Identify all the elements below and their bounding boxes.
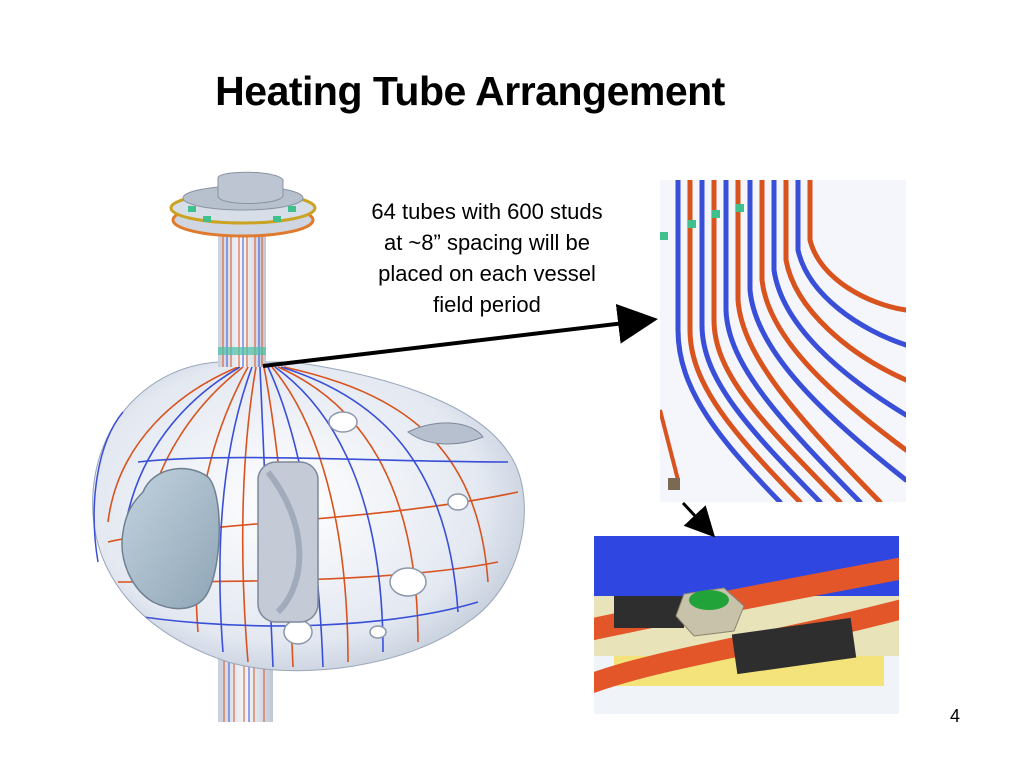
caption-line: 64 tubes with 600 studs <box>371 199 603 224</box>
stud-closeup-image <box>594 536 899 714</box>
page-number: 4 <box>949 706 960 726</box>
caption-line: field period <box>433 292 541 317</box>
caption: 64 tubes with 600 studs at ~8” spacing w… <box>340 196 634 320</box>
caption-line: placed on each vessel <box>378 261 596 286</box>
slide-title: Heating Tube Arrangement <box>215 68 725 114</box>
caption-line: at ~8” spacing will be <box>383 230 591 255</box>
vessel-render-image <box>92 171 525 722</box>
tube-closeup-image <box>660 180 906 502</box>
arrow-to-stud-closeup <box>681 501 716 538</box>
